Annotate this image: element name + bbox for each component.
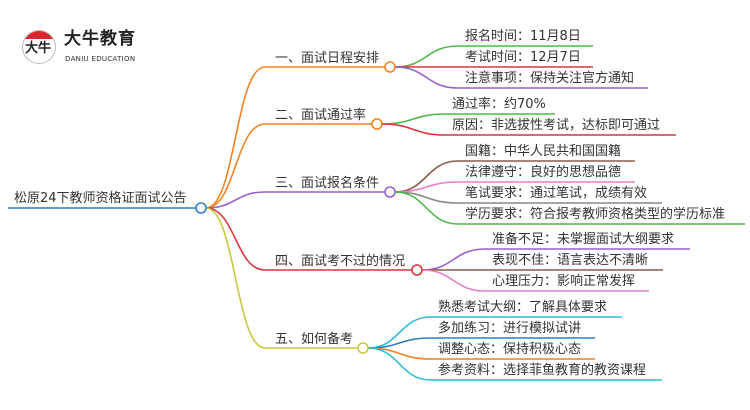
leaf-connector (394, 45, 459, 68)
leaf-connector (367, 347, 432, 381)
leaf[interactable]: 法律遵守：良好的思想品德 (465, 165, 622, 180)
leaf-connector (381, 123, 446, 136)
leaf[interactable]: 报名时间：11月8日 (465, 29, 581, 44)
branch-collapse-node (411, 264, 423, 276)
leaf-connector (394, 191, 459, 225)
branch-pass-rate[interactable]: 二、面试通过率 (275, 108, 367, 123)
logo-glyph: 大牛 (25, 41, 52, 56)
branch-fail-reasons[interactable]: 四、面试考不过的情况 (275, 254, 406, 269)
leaf[interactable]: 学历要求：符合报考教师资格类型的学历标准 (465, 207, 726, 222)
leaf-connector (421, 269, 486, 292)
logo: 大牛 大牛教育 DANIU EDUCATION (22, 28, 147, 70)
leaf-connector (381, 113, 446, 125)
leaf[interactable]: 表现不佳：语言表达不清晰 (492, 253, 649, 268)
leaf[interactable]: 国籍：中华人民共和国国籍 (465, 144, 622, 159)
branch-connector (205, 207, 266, 349)
leaf[interactable]: 通过率：约70% (452, 97, 546, 112)
leaf[interactable]: 熟悉考试大纲：了解具体要求 (438, 300, 608, 315)
branch-schedule[interactable]: 一、面试日程安排 (275, 51, 380, 66)
root-collapse-node (195, 202, 207, 214)
branch-requirements[interactable]: 三、面试报名条件 (275, 176, 380, 191)
leaf[interactable]: 参考资料：选择菲鱼教育的教资课程 (438, 363, 647, 378)
branch-collapse-node (384, 186, 396, 198)
branch-collapse-node (384, 61, 396, 73)
branch-connector (205, 66, 266, 209)
leaf[interactable]: 原因：非选拔性考试，达标即可通过 (452, 118, 661, 133)
logo-en: DANIU EDUCATION (65, 55, 136, 63)
logo-mark: 大牛 (22, 30, 56, 64)
branch-preparation[interactable]: 五、如何备考 (275, 332, 354, 347)
branch-connector (205, 191, 266, 209)
leaf-connector (394, 66, 459, 89)
leaf[interactable]: 心理压力：影响正常发挥 (492, 274, 636, 289)
branch-collapse-node (371, 118, 383, 130)
logo-name: 大牛教育 (64, 29, 136, 49)
leaf[interactable]: 准备不足：未掌握面试大纲要求 (492, 232, 675, 247)
branch-connector (205, 207, 266, 271)
leaf[interactable]: 笔试要求：通过笔试，成绩有效 (465, 186, 648, 201)
leaf[interactable]: 注意事项：保持关注官方通知 (465, 71, 635, 86)
leaf-connector (421, 248, 486, 271)
leaf[interactable]: 考试时间：12月7日 (465, 50, 581, 65)
branch-connector (205, 123, 266, 209)
leaf[interactable]: 调整心态：保持积极心态 (438, 342, 582, 357)
leaf[interactable]: 多加练习：进行模拟试讲 (438, 321, 582, 336)
branch-collapse-node (357, 342, 369, 354)
root-topic[interactable]: 松原24下教师资格证面试公告 (14, 191, 187, 206)
